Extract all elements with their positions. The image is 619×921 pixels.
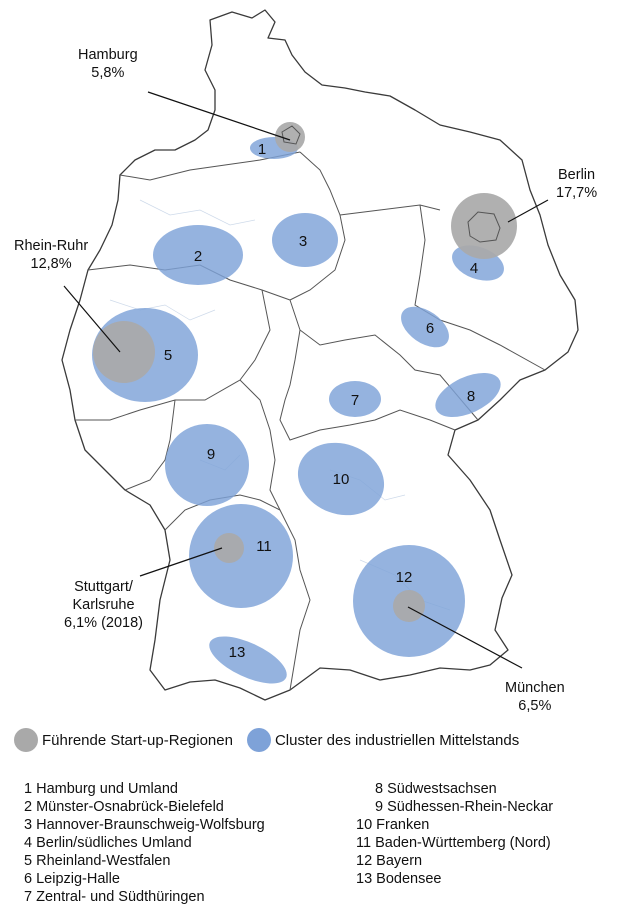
cluster-legend-swatch xyxy=(246,728,271,752)
cluster-number: 10 xyxy=(333,471,350,488)
cluster-number: 6 xyxy=(426,320,434,337)
cluster-number: 13 xyxy=(229,644,246,661)
cluster-number: 5 xyxy=(164,347,172,364)
startup-legend-swatch xyxy=(14,728,38,752)
cluster-10 xyxy=(297,442,385,516)
list-item: 10 Franken xyxy=(356,817,430,833)
list-item: 6 Leipzig-Halle xyxy=(24,871,120,887)
cluster-number: 9 xyxy=(207,446,215,463)
cluster-numbers: 1 2 3 4 5 6 7 8 9 10 11 12 13 xyxy=(164,141,478,661)
list-item: 1 Hamburg und Umland xyxy=(24,781,178,797)
startup-rhein-ruhr xyxy=(93,321,155,383)
list-item: 3 Hannover-Braunschweig-Wolfsburg xyxy=(24,817,265,833)
germany-outline xyxy=(61,9,579,701)
cluster-number: 2 xyxy=(194,248,202,265)
list-item: 11 Baden-Württemberg (Nord) xyxy=(356,835,551,851)
cluster-number: 12 xyxy=(396,569,413,586)
cluster-number: 4 xyxy=(470,260,478,277)
cluster-7 xyxy=(329,381,381,417)
cluster-9 xyxy=(165,424,249,506)
label-hamburg: Hamburg 5,8% xyxy=(78,47,138,81)
cluster-list-left: 1 Hamburg und Umland 2 Münster-Osnabrück… xyxy=(24,780,265,906)
cluster-3 xyxy=(272,213,338,267)
startup-muenchen xyxy=(393,590,425,622)
hamburg-outline xyxy=(281,125,301,145)
cluster-number: 1 xyxy=(258,141,266,158)
list-item: 7 Zentral- und Südthüringen xyxy=(24,889,205,905)
list-item: 4 Berlin/südliches Umland xyxy=(24,835,192,851)
cluster-list-right: 8 Südwestsachsen 9 Südhessen-Rhein-Necka… xyxy=(356,780,553,888)
list-item: 8 Südwestsachsen xyxy=(375,781,497,797)
label-berlin: Berlin 17,7% xyxy=(556,167,598,201)
cluster-13 xyxy=(209,636,287,684)
berlin-outline xyxy=(467,211,501,243)
label-muenchen: München 6,5% xyxy=(505,680,565,714)
cluster-legend-label: Cluster des industriellen Mittelstands xyxy=(274,731,520,749)
cluster-number: 8 xyxy=(467,388,475,405)
startup-stuttgart xyxy=(214,533,244,563)
list-item: 5 Rheinland-Westfalen xyxy=(24,853,171,869)
cluster-number: 3 xyxy=(299,233,307,250)
startup-hamburg xyxy=(275,122,305,152)
startup-berlin xyxy=(451,193,517,259)
list-item: 13 Bodensee xyxy=(356,871,442,887)
label-stuttgart: Stuttgart/ Karlsruhe 6,1% (2018) xyxy=(64,579,143,631)
startup-areas xyxy=(93,122,517,622)
label-rhein-ruhr: Rhein-Ruhr 12,8% xyxy=(14,238,89,272)
cluster-2 xyxy=(153,225,243,285)
legend: Führende Start-up-Regionen Cluster des i… xyxy=(14,728,519,752)
cluster-number: 7 xyxy=(351,392,359,409)
startup-legend-label: Führende Start-up-Regionen xyxy=(42,731,233,749)
cluster-number: 11 xyxy=(256,538,272,555)
leader-lines xyxy=(63,91,549,669)
list-item: 9 Südhessen-Rhein-Neckar xyxy=(375,799,554,815)
list-item: 2 Münster-Osnabrück-Bielefeld xyxy=(24,799,224,815)
cluster-6 xyxy=(401,306,449,348)
cluster-8 xyxy=(435,372,501,418)
list-item: 12 Bayern xyxy=(356,853,423,869)
